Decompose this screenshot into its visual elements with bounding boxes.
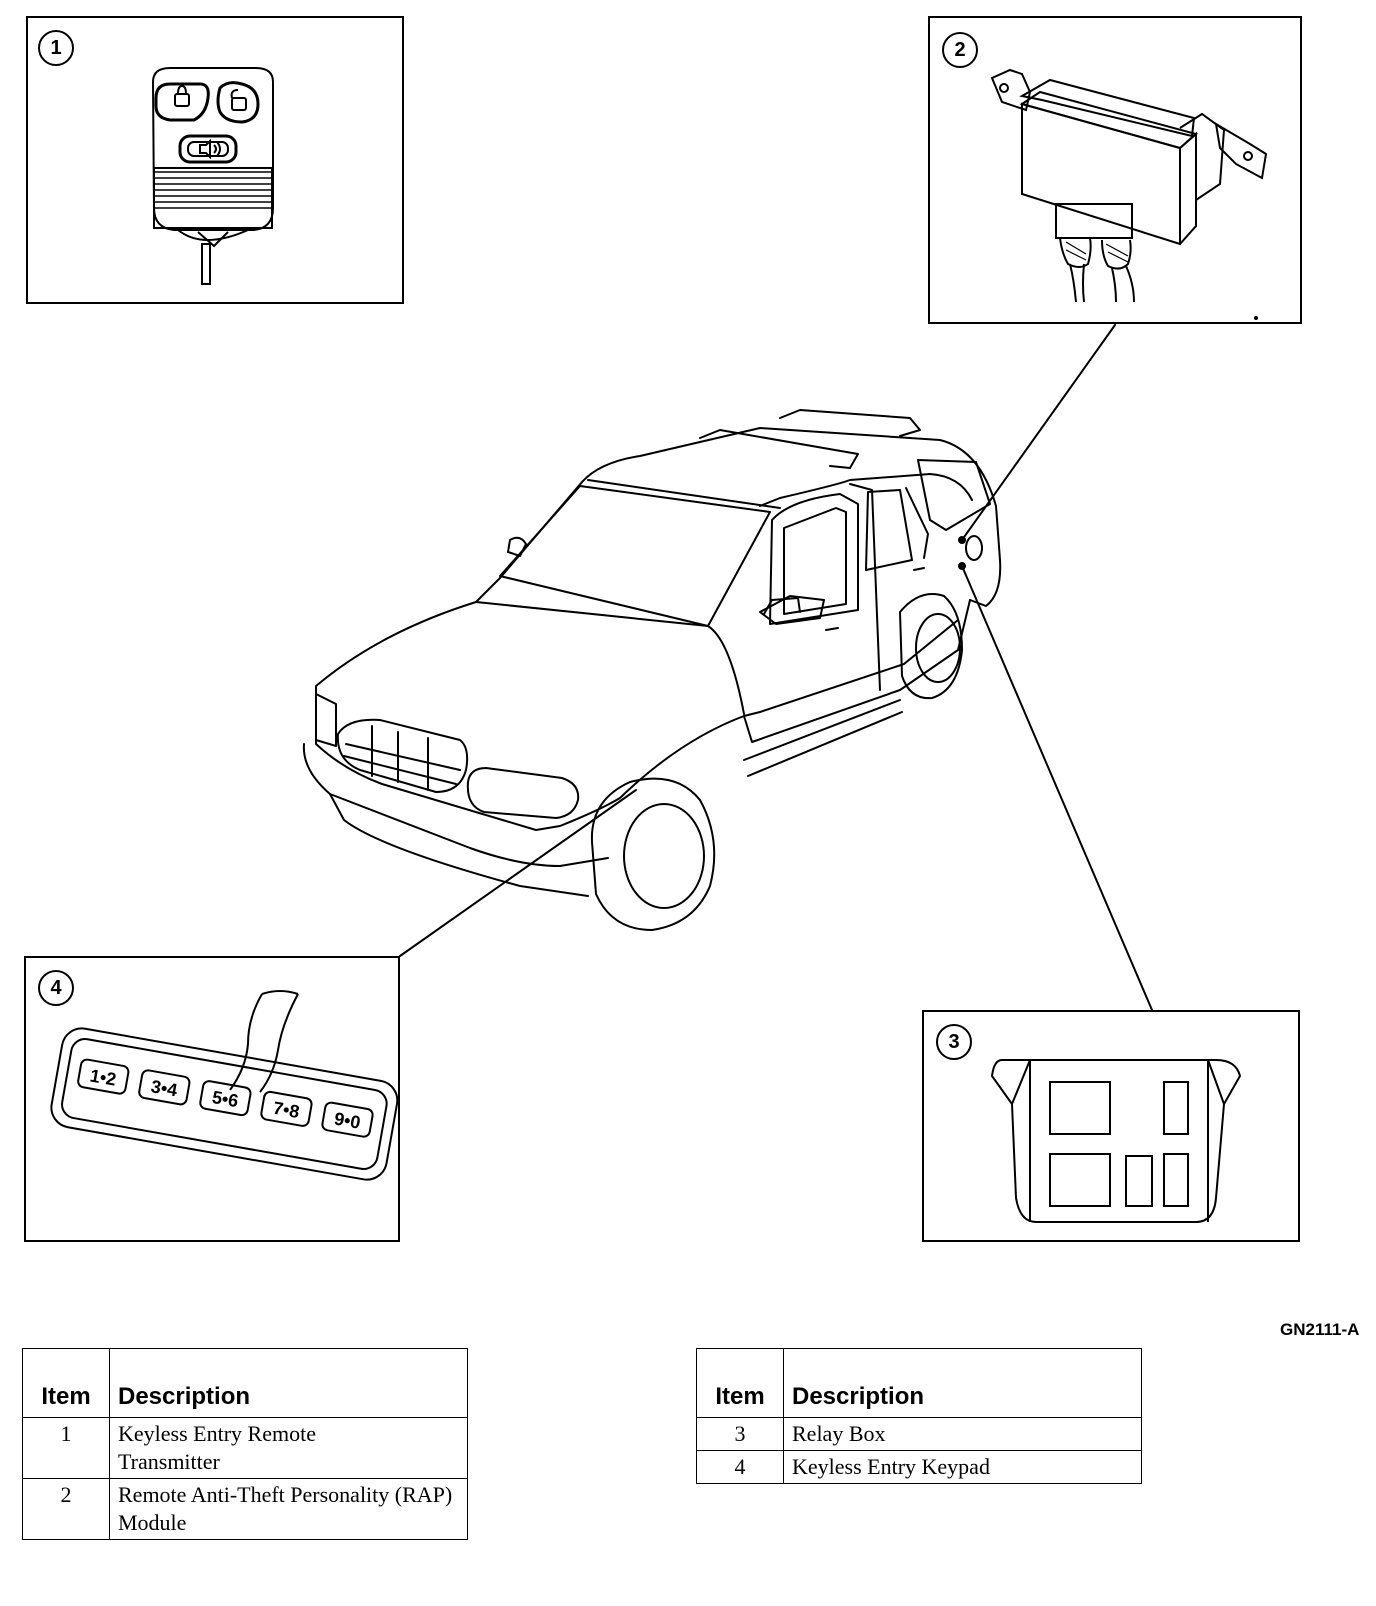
panel-keypad: 4 1•2 3•4 5•6 7•8 9•0: [24, 956, 400, 1242]
table-header-row: Item Description: [696, 1348, 1142, 1418]
table-row: 4 Keyless Entry Keypad: [696, 1450, 1142, 1484]
panel-relay-box: 3: [922, 1010, 1300, 1242]
keypad-illustration: 1•2 3•4 5•6 7•8 9•0: [50, 990, 398, 1181]
item-number: 4: [696, 1450, 784, 1484]
item-column-header: Item: [696, 1348, 784, 1418]
relay-box-illustration: [990, 1059, 1242, 1223]
remote-transmitter-illustration: [151, 67, 274, 285]
callout-4: 4: [38, 970, 74, 1006]
keypad-key-9-0: 9•0: [333, 1109, 362, 1133]
legend-table-2: Item Description 3 Relay Box 4 Keyless E…: [696, 1348, 1142, 1484]
description-column-header: Description: [783, 1348, 1142, 1418]
keypad-key-3-4: 3•4: [149, 1076, 178, 1100]
item-number: 1: [22, 1417, 110, 1479]
leader-line-4: [399, 789, 637, 957]
item-number: 2: [22, 1478, 110, 1540]
item-column-header: Item: [22, 1348, 110, 1418]
vehicle-illustration: [302, 324, 1153, 1011]
item-number: 3: [696, 1417, 784, 1451]
leader-line-2: [961, 324, 1116, 541]
figure-code: GN2111-A: [1280, 1320, 1360, 1339]
panel-remote-transmitter: 1: [26, 16, 404, 304]
leader-line-3: [961, 565, 1153, 1011]
item-description: Keyless Entry Keypad: [783, 1450, 1142, 1484]
table-header-row: Item Description: [22, 1348, 468, 1418]
table-row: 1 Keyless Entry Remote Transmitter: [22, 1417, 468, 1479]
keypad-key-5-6: 5•6: [211, 1087, 240, 1111]
keypad-key-1-2: 1•2: [88, 1065, 117, 1089]
table-row: 2 Remote Anti-Theft Personality (RAP) Mo…: [22, 1478, 468, 1540]
callout-1: 1: [38, 30, 74, 66]
table-row: 3 Relay Box: [696, 1417, 1142, 1451]
keypad-key-7-8: 7•8: [272, 1098, 301, 1122]
description-column-header: Description: [109, 1348, 468, 1418]
callout-2: 2: [942, 32, 978, 68]
callout-3: 3: [936, 1024, 972, 1060]
item-description: Keyless Entry Remote Transmitter: [109, 1417, 468, 1479]
item-description: Remote Anti-Theft Personality (RAP) Modu…: [109, 1478, 468, 1540]
rap-module-illustration: [990, 68, 1268, 320]
panel-rap-module: 2: [928, 16, 1302, 324]
legend-table-1: Item Description 1 Keyless Entry Remote …: [22, 1348, 468, 1540]
item-description: Relay Box: [783, 1417, 1142, 1451]
